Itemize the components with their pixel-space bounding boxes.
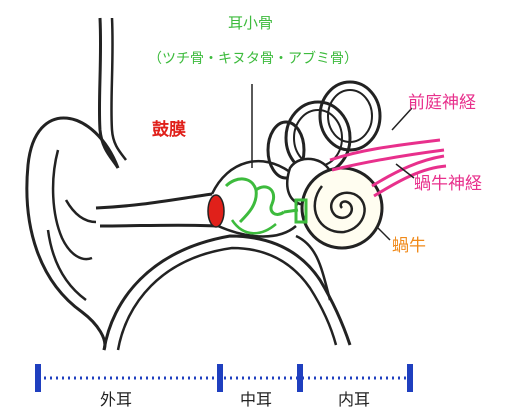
eardrum-shape	[207, 194, 225, 228]
cochlear-nerve-label: 蝸牛神経	[414, 174, 482, 194]
scale-middle-label: 中耳	[240, 390, 273, 409]
ear-canal-lower	[99, 223, 219, 228]
ossicle-ligament	[230, 219, 277, 235]
cochlea-label: 蝸牛	[392, 236, 426, 256]
scale-inner-label: 内耳	[338, 390, 371, 409]
incus	[255, 185, 285, 216]
cochlea-spiral	[313, 185, 366, 234]
nerve-pointer-1	[391, 107, 413, 131]
eustachian-tube	[295, 234, 332, 301]
semicircular-canal-2	[318, 80, 382, 152]
vestibular-nerve-line	[329, 138, 441, 162]
vestibular-nerve-line-2	[331, 148, 445, 172]
nerve-pointer-2	[395, 163, 415, 179]
pinna-outline	[25, 116, 120, 351]
vestibular-nerve-label: 前庭神経	[408, 93, 476, 113]
cochlear-nerve-line	[371, 154, 445, 188]
semicircular-canal-2-inner	[327, 89, 373, 143]
malleus	[224, 177, 258, 224]
eardrum-label: 鼓膜	[152, 120, 186, 140]
head-outline-inner	[110, 17, 127, 161]
ossicles-sublabel: （ツチ骨・キヌタ骨・アブミ骨）	[148, 51, 358, 67]
pinna-fold	[51, 149, 93, 261]
semicircular-canal-3	[266, 120, 306, 180]
pinna-lobe	[46, 229, 87, 302]
scale-outer-label: 外耳	[100, 390, 133, 409]
ossicles-label: 耳小骨	[228, 14, 274, 32]
ear-canal-upper	[95, 192, 213, 210]
cochlea-pointer	[377, 227, 391, 241]
stapes	[283, 198, 308, 224]
ear-canal-bottom	[102, 234, 352, 351]
ear-canal-bottom-inner	[116, 246, 338, 351]
head-outline	[97, 17, 120, 169]
pinna-concha	[64, 199, 97, 224]
